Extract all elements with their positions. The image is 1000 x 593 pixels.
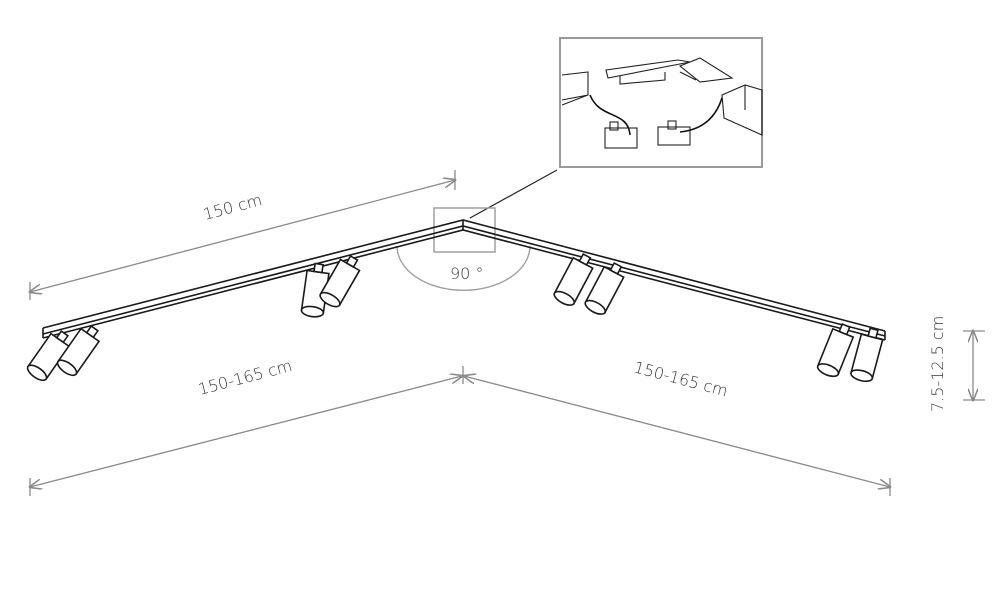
right-span-label: 150-165 cm — [632, 357, 730, 400]
spotlight-pair-left-mid — [300, 251, 365, 319]
left-span-dimension — [30, 376, 462, 487]
left-span-label: 150-165 cm — [196, 356, 294, 399]
inset-leader-line — [469, 169, 558, 219]
top-length-dimension — [30, 180, 455, 292]
top-length-label: 150 cm — [201, 190, 264, 224]
height-label: 7.5-12.5 cm — [928, 316, 947, 412]
connector-detail-inset — [559, 37, 763, 168]
right-span-dimension — [464, 376, 890, 487]
spotlight-pair-left-end — [24, 321, 105, 384]
angle-label: 90 ° — [450, 264, 483, 283]
